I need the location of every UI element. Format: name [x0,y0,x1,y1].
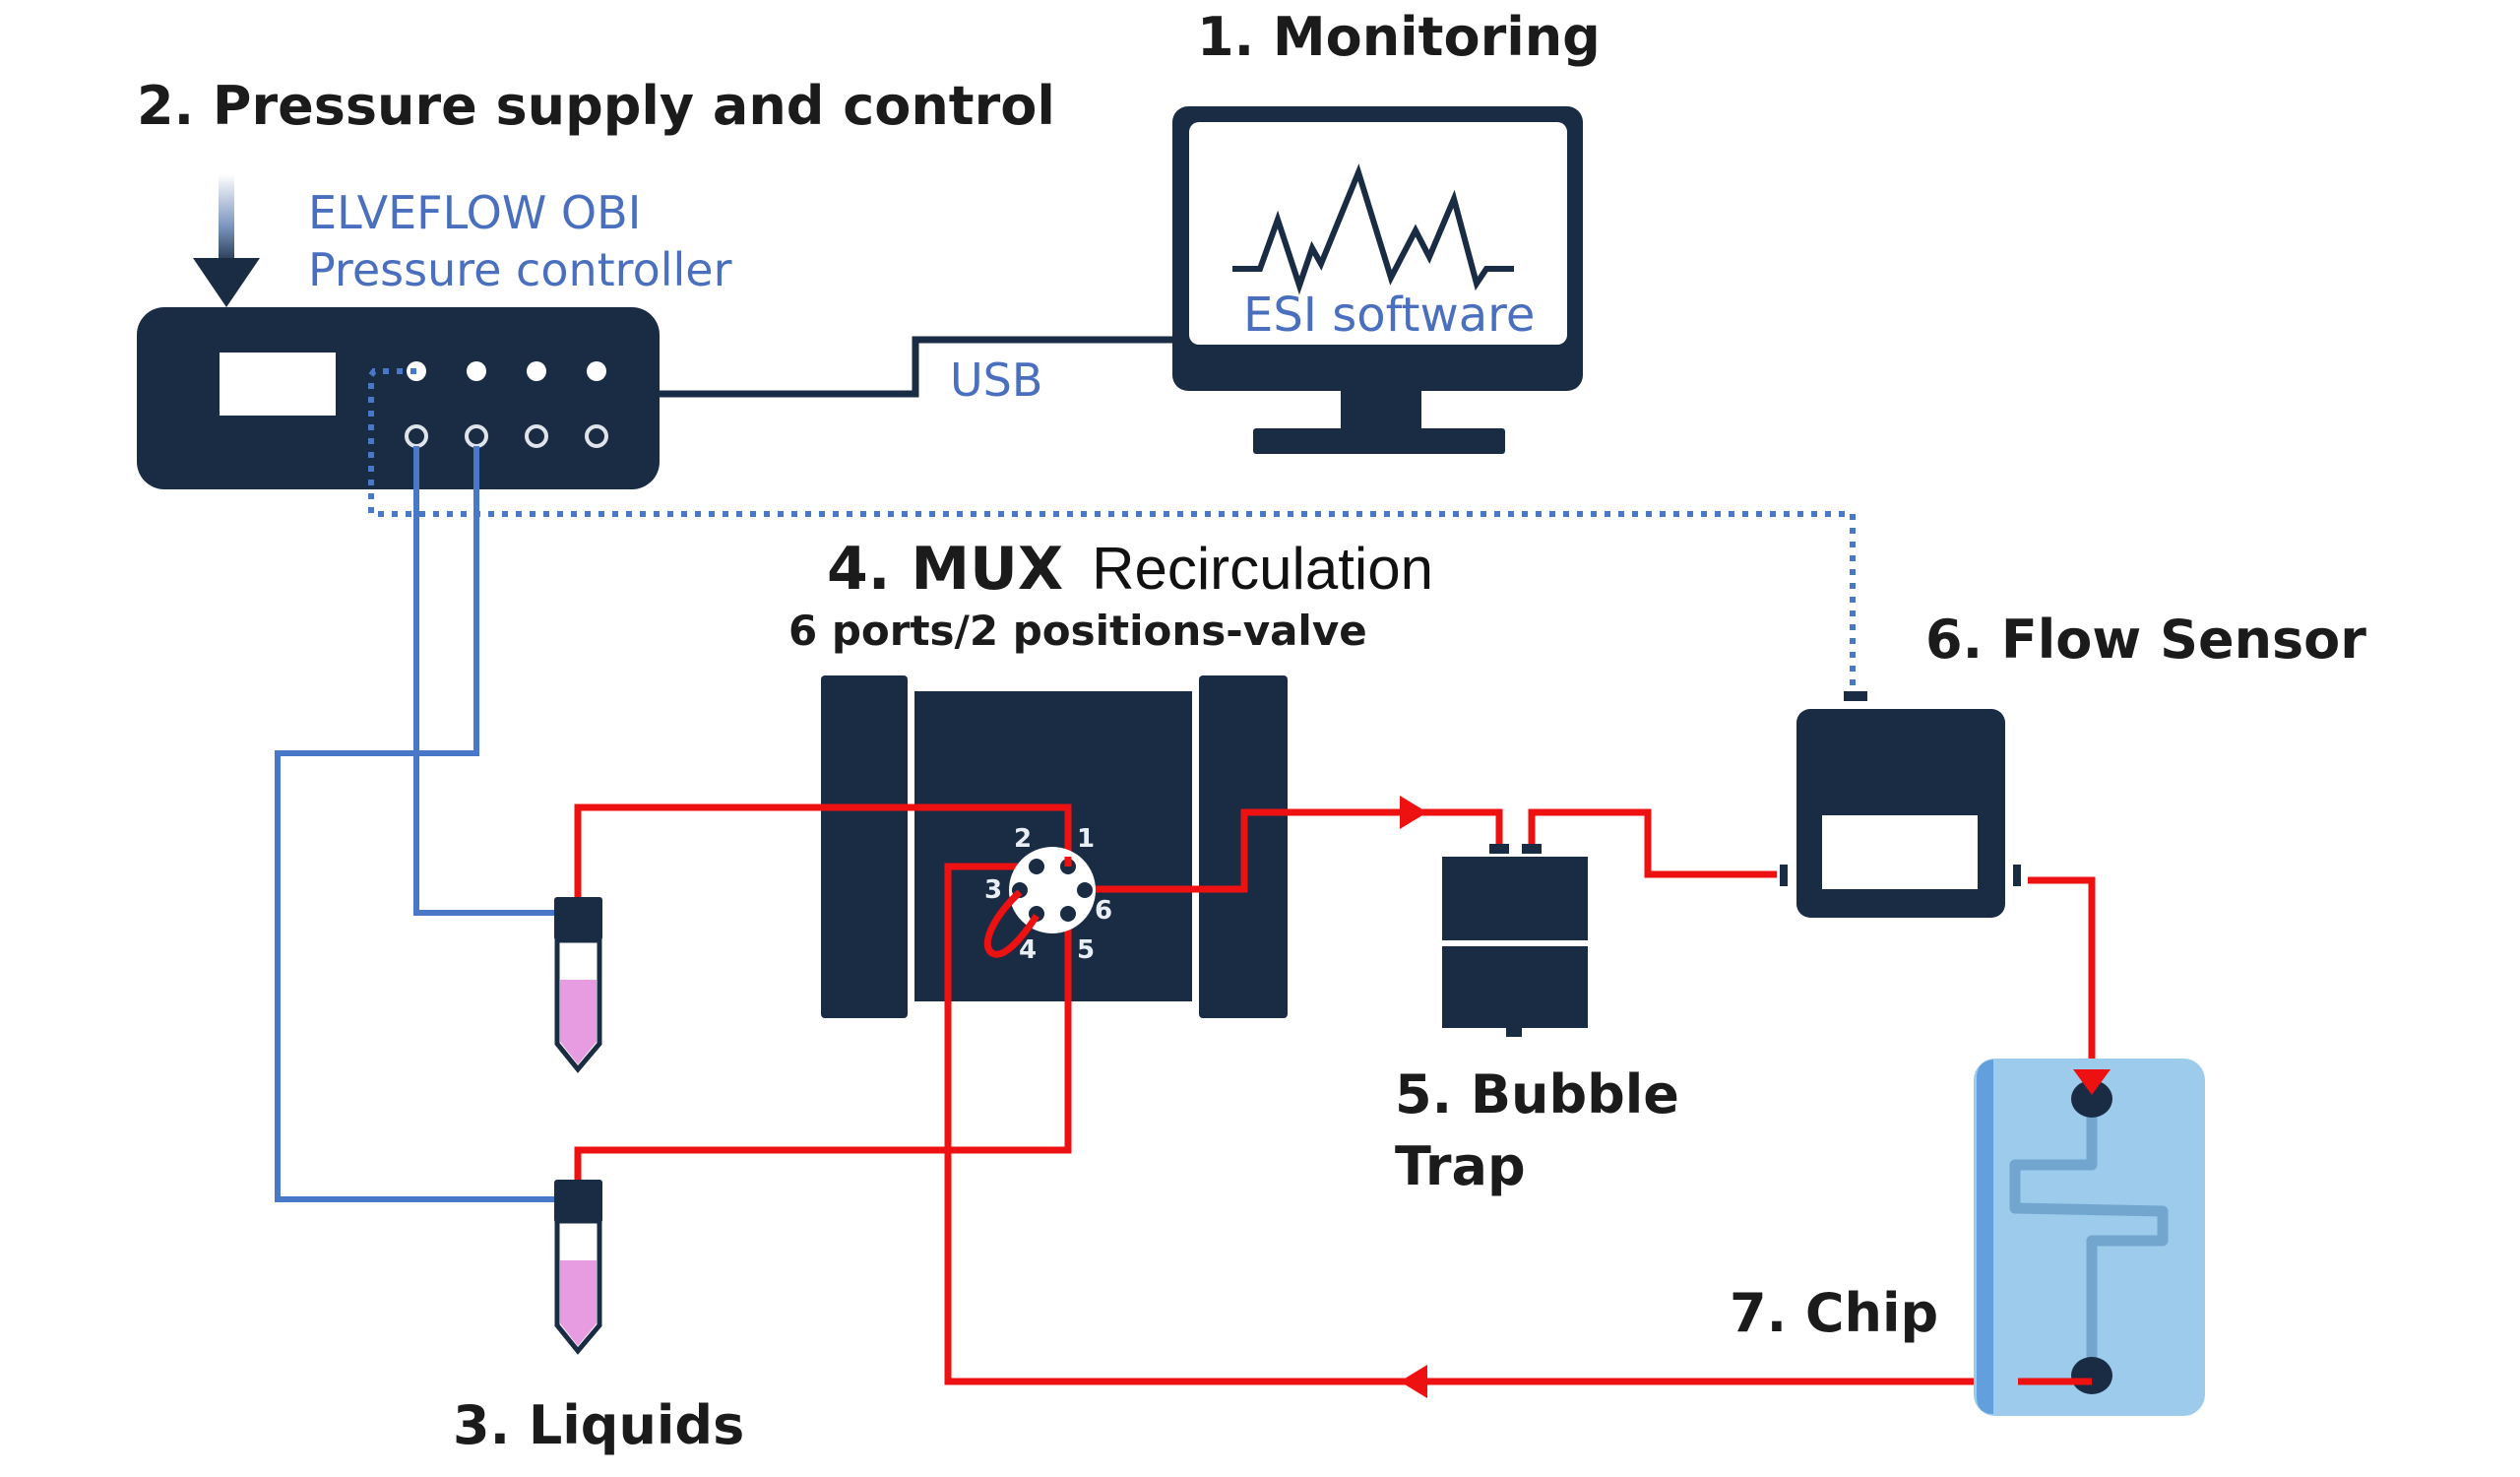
controller-pressure-outlet [525,424,548,448]
controller-sensor-port [527,361,546,381]
chip-inlet-arrow-icon [2073,1069,2110,1095]
valve-port-label: 2 [1014,824,1032,854]
chip-section-title: 7. Chip [1730,1282,1938,1344]
bubble-trap-title-line2: Trap [1395,1135,1526,1197]
pressure-input-arrow-icon [193,174,260,307]
pressure-line-tube-2 [275,446,554,1202]
liquid-line-tube1-to-port1 [574,803,1072,897]
microfluidic-chip-icon [1974,1059,2205,1416]
sensor-signal-line [368,368,1856,698]
controller-pressure-outlet [585,424,608,448]
mux-title-prefix: 4. MUX [827,535,1063,604]
liquid-tube-1 [554,897,602,1073]
mux-section-title: 4. MUX Recirculation [827,535,1433,604]
valve-port-5 [1060,906,1076,922]
flow-sensor-display [1822,815,1978,889]
valve-loop-3-4 [983,889,1040,958]
mux-valve-body [821,675,1288,1018]
liquid-line-flow-sensor-to-chip [2028,876,2096,1078]
valve-port-label: 3 [984,875,1002,905]
flow-arrow-right-icon [1400,796,1427,829]
chip-channel [2009,1099,2169,1376]
software-label: ESI software [1243,288,1535,343]
valve-port-label: 5 [1077,935,1095,965]
liquids-section-title: 3. Liquids [453,1394,744,1456]
monitor-icon [1172,106,1583,454]
valve-port-6 [1077,882,1093,898]
chip-outlet [2071,1357,2112,1394]
pressure-controller [137,307,660,489]
usb-cable [660,336,1174,398]
flow-arrow-left-icon [1400,1365,1427,1398]
flow-sensor-connector [1844,691,1867,701]
valve-port-label: 4 [1019,935,1037,965]
rotary-valve-icon [1009,847,1096,933]
monitoring-section-title: 1. Monitoring [1197,6,1601,68]
controller-body [137,307,660,489]
valve-port-label: 1 [1077,824,1095,854]
liquid-line-port6-to-bubble-trap [1091,808,1503,893]
waveform-icon [1232,163,1514,295]
liquid-circuit [574,803,2096,1385]
liquid-line-bubble-trap-to-flow-sensor [1528,808,1777,878]
liquid-line-chip-return-to-port2 [944,863,2092,1385]
valve-port-label: 6 [1095,896,1112,926]
mux-title-suffix: Recirculation [1092,536,1433,602]
controller-sensor-port [587,361,606,381]
usb-label: USB [950,353,1042,407]
obi-description-label: Pressure controller [308,243,732,296]
flow-sensor-icon [1780,691,2021,918]
pressure-section-title: 2. Pressure supply and control [137,75,1055,137]
pressure-line-tube-1 [413,446,554,916]
obi-name-label: ELVEFLOW OBI [308,186,641,239]
chip-inlet [2071,1080,2112,1118]
bubble-trap-icon [1442,844,1588,1037]
liquid-line-port5-to-tube2 [574,916,1072,1180]
mux-subtitle: 6 ports/2 positions-valve [788,607,1367,655]
controller-display [220,353,336,416]
flow-sensor-section-title: 6. Flow Sensor [1925,609,2366,671]
bubble-trap-title-line1: 5. Bubble [1395,1063,1679,1125]
liquid-tube-2 [554,1180,602,1355]
valve-port-2 [1029,859,1044,874]
controller-sensor-port [467,361,486,381]
